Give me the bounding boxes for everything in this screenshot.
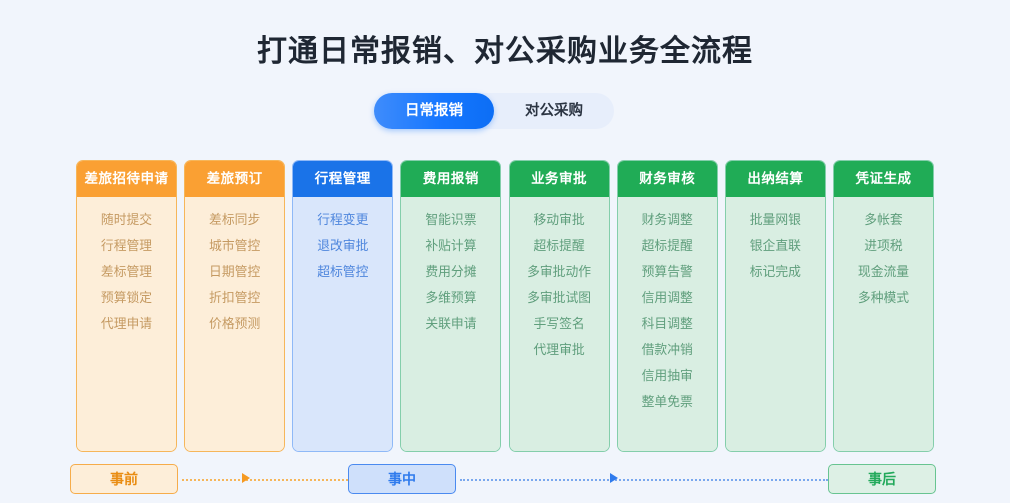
column-header[interactable]: 差旅招待申请 [77,161,176,197]
column-item[interactable]: 折扣管控 [209,290,261,305]
timeline-connector-1 [182,479,352,481]
column-header[interactable]: 费用报销 [401,161,501,197]
timeline-arrow-1 [242,473,250,483]
column-body: 多帐套进项税现金流量多种模式 [833,197,933,451]
column-item[interactable]: 信用调整 [641,290,693,305]
timeline: 事前 事中 事后 [70,464,936,496]
column-body: 财务调整超标提醒预算告警信用调整科目调整借款冲销信用抽审整单免票 [617,197,717,451]
process-column: 财务审核财务调整超标提醒预算告警信用调整科目调整借款冲销信用抽审整单免票 [616,160,718,452]
column-item[interactable]: 银企直联 [749,238,801,253]
column-item[interactable]: 差标同步 [209,212,261,227]
column-item[interactable]: 标记完成 [749,264,801,279]
column-item[interactable]: 财务调整 [641,212,693,227]
timeline-stage-after[interactable]: 事后 [828,464,936,494]
column-header[interactable]: 凭证生成 [833,161,933,197]
timeline-connector-2 [460,479,828,481]
column-header[interactable]: 业务审批 [509,161,609,197]
column-header[interactable]: 差旅预订 [185,161,285,197]
column-item[interactable]: 批量网银 [749,212,801,227]
column-item[interactable]: 价格预测 [209,316,261,331]
column-item[interactable]: 补贴计算 [425,238,477,253]
column-item[interactable]: 随时提交 [100,212,153,227]
timeline-arrow-2 [610,473,618,483]
timeline-stage-during[interactable]: 事中 [348,464,456,494]
process-column: 差旅预订差标同步城市管控日期管控折扣管控价格预测 [184,160,286,452]
column-item[interactable]: 多帐套 [864,212,903,227]
column-header[interactable]: 财务审核 [617,161,717,197]
tab-corporate-procurement[interactable]: 对公采购 [525,103,583,119]
column-item[interactable]: 预算锁定 [100,290,153,305]
process-columns: 差旅招待申请随时提交行程管理差标管理预算锁定代理申请差旅预订差标同步城市管控日期… [76,160,934,452]
column-item[interactable]: 多审批动作 [527,264,592,279]
category-tab-switch[interactable]: 日常报销 对公采购 [374,93,614,129]
column-item[interactable]: 借款冲销 [641,342,693,357]
page-title: 打通日常报销、对公采购业务全流程 [257,35,753,68]
column-item[interactable]: 行程变更 [317,212,369,227]
column-body: 移动审批超标提醒多审批动作多审批试图手写签名代理审批 [509,197,609,451]
column-item[interactable]: 智能识票 [425,212,477,227]
column-item[interactable]: 手写签名 [533,316,585,331]
column-item[interactable]: 预算告警 [641,264,693,279]
column-item[interactable]: 行程管理 [100,238,153,253]
column-item[interactable]: 科目调整 [641,316,693,331]
process-column: 差旅招待申请随时提交行程管理差标管理预算锁定代理申请 [76,160,177,452]
column-item[interactable]: 代理审批 [533,342,585,357]
column-item[interactable]: 多种模式 [857,290,910,305]
column-item[interactable]: 费用分摊 [425,264,477,279]
column-header[interactable]: 出纳结算 [725,161,825,197]
column-item[interactable]: 进项税 [864,238,903,253]
column-item[interactable]: 城市管控 [209,238,261,253]
process-column: 出纳结算批量网银银企直联标记完成 [724,160,826,452]
column-item[interactable]: 整单免票 [641,394,693,409]
column-item[interactable]: 多审批试图 [527,290,592,305]
column-item[interactable]: 超标提醒 [641,238,693,253]
column-item[interactable]: 信用抽审 [641,368,693,383]
tab-daily-reimbursement[interactable]: 日常报销 [374,93,494,129]
column-item[interactable]: 超标提醒 [533,238,585,253]
column-item[interactable]: 关联申请 [425,316,477,331]
column-body: 批量网银银企直联标记完成 [725,197,825,451]
column-item[interactable]: 现金流量 [857,264,910,279]
column-item[interactable]: 超标管控 [317,264,369,279]
column-item[interactable]: 多维预算 [425,290,477,305]
column-body: 智能识票补贴计算费用分摊多维预算关联申请 [401,197,501,451]
process-column: 行程管理行程变更退改审批超标管控 [292,160,394,452]
column-body: 随时提交行程管理差标管理预算锁定代理申请 [77,197,176,451]
column-header[interactable]: 行程管理 [293,161,393,197]
column-item[interactable]: 代理申请 [100,316,153,331]
process-column: 业务审批移动审批超标提醒多审批动作多审批试图手写签名代理审批 [508,160,610,452]
column-body: 行程变更退改审批超标管控 [293,197,393,451]
process-column: 费用报销智能识票补贴计算费用分摊多维预算关联申请 [400,160,502,452]
column-item[interactable]: 退改审批 [317,238,369,253]
column-item[interactable]: 日期管控 [209,264,261,279]
column-body: 差标同步城市管控日期管控折扣管控价格预测 [185,197,285,451]
process-column: 凭证生成多帐套进项税现金流量多种模式 [832,160,934,452]
column-item[interactable]: 移动审批 [533,212,585,227]
timeline-stage-before[interactable]: 事前 [70,464,178,494]
column-item[interactable]: 差标管理 [100,264,153,279]
